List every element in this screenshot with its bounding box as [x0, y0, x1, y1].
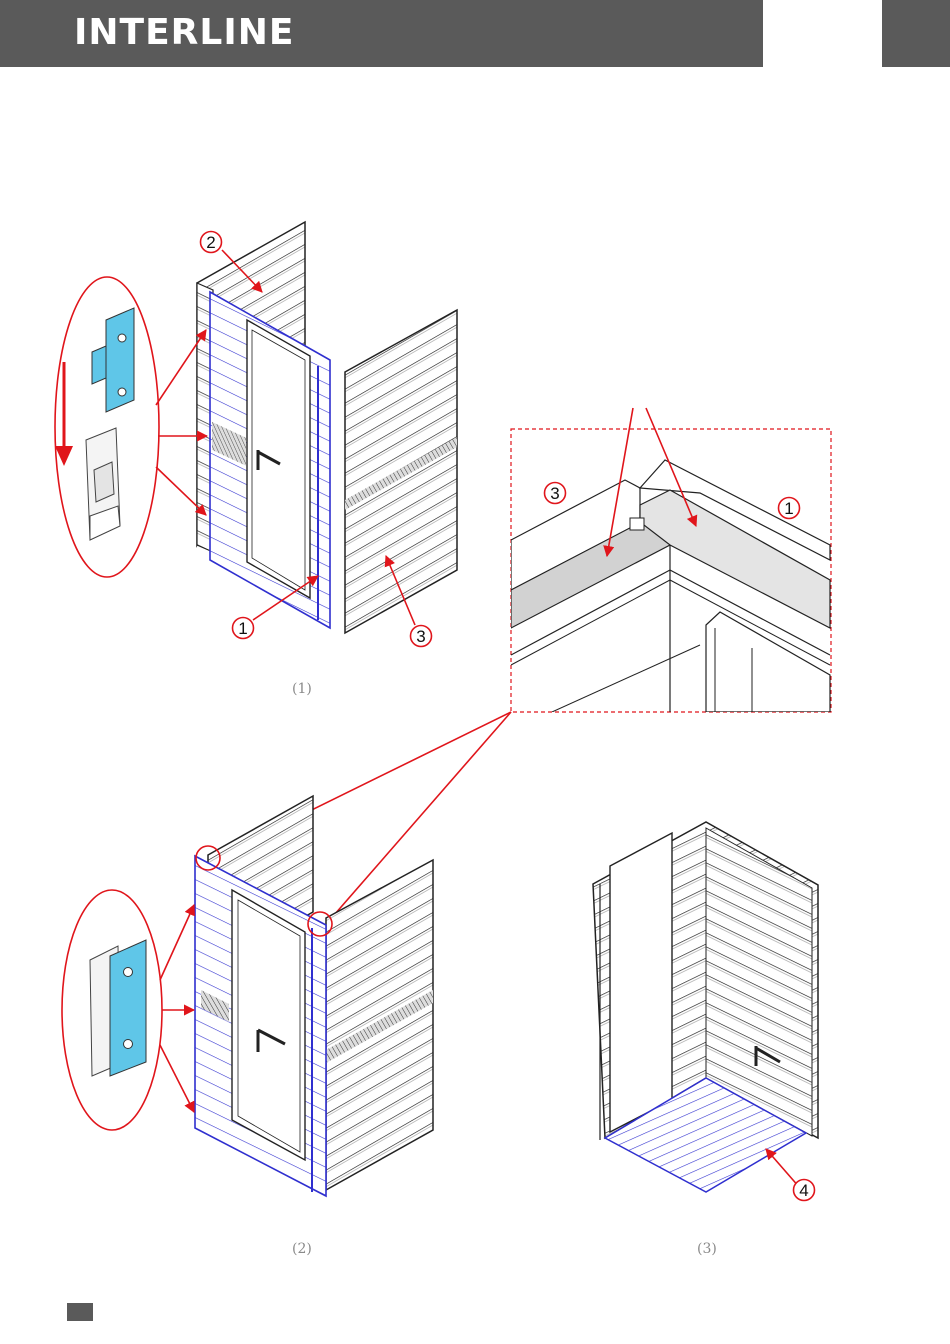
- wall-clip-blue: [106, 308, 134, 412]
- figure-3-caption: (3): [697, 1241, 717, 1257]
- figure-2-caption: (2): [292, 1241, 312, 1257]
- callout-label-4-fig3: 4: [799, 1181, 808, 1200]
- figure-1-exploded-view: [55, 222, 457, 633]
- callout-label-3-fig1: 3: [416, 627, 425, 646]
- figure-1-caption: (1): [292, 681, 312, 697]
- wall-clip-blue-2: [110, 940, 146, 1076]
- callout-label-1-detail: 1: [784, 499, 793, 518]
- door-opening-fig3: [610, 833, 672, 1132]
- callout-label-1-fig1: 1: [238, 619, 247, 638]
- callout-label-2-fig1: 2: [206, 233, 215, 252]
- figure-2-assembled-view: [62, 796, 433, 1196]
- callout-label-3-detail: 3: [550, 484, 559, 503]
- figure-3-floor-view: [593, 822, 818, 1192]
- page-number-box: [67, 1303, 93, 1321]
- door-glass: [247, 320, 310, 598]
